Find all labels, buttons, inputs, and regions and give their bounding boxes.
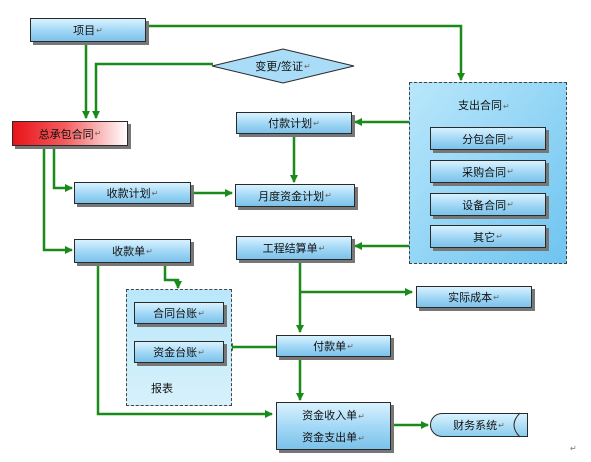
- fund-expense-label: 资金支出单: [302, 431, 358, 444]
- fund-income-label: 资金收入单: [302, 409, 358, 422]
- project-label: 项目: [73, 24, 96, 37]
- edge-general-receipt: [42, 147, 73, 254]
- paragraph-mark: ↵: [358, 434, 365, 443]
- ledger-group: 合同台账↵ 资金台账↵ 报表: [126, 289, 232, 406]
- paragraph-mark: ↵: [347, 341, 354, 351]
- payment-voucher-node: 付款单↵: [276, 335, 391, 357]
- general-contract-label: 总承包合同: [38, 127, 94, 141]
- paragraph-mark-corner: ↵: [570, 444, 577, 453]
- procurement-contract-node: 采购合同↵: [430, 160, 546, 183]
- edge-receipt-income: [96, 263, 273, 418]
- paragraph-mark: ↵: [325, 191, 332, 200]
- fund-ledger-node: 资金台账↵: [134, 341, 224, 363]
- paragraph-mark: ↵: [507, 200, 514, 209]
- paragraph-mark: ↵: [496, 232, 503, 241]
- procurement-contract-label: 采购合同: [462, 165, 507, 179]
- edge-receipt-ledger: [163, 263, 182, 289]
- subcontract-node: 分包合同↵: [430, 127, 546, 150]
- project-node: 项目↵: [30, 18, 146, 42]
- paragraph-mark: ↵: [493, 292, 500, 302]
- paragraph-mark: ↵: [507, 134, 514, 143]
- equipment-contract-node: 设备合同↵: [430, 193, 546, 216]
- paragraph-mark: ↵: [503, 102, 510, 111]
- reports-text: 报表: [151, 382, 173, 395]
- general-contract-node: 总承包合同↵: [12, 121, 128, 146]
- contract-ledger-label: 合同台账: [153, 307, 198, 320]
- fund-ledger-label: 资金台账: [153, 346, 198, 359]
- actual-cost-label: 实际成本: [448, 291, 493, 304]
- contract-ledger-node: 合同台账↵: [134, 302, 224, 324]
- paragraph-mark: ↵: [198, 347, 205, 357]
- paragraph-mark: ↵: [313, 118, 320, 128]
- edge-general-receiptplan: [52, 147, 73, 192]
- paragraph-mark: ↵: [498, 420, 505, 430]
- payment-voucher-label: 付款单: [313, 340, 347, 353]
- actual-cost-node: 实际成本↵: [416, 286, 532, 308]
- change-visa-label: 变更/签证: [255, 60, 303, 73]
- other-contract-node: 其它↵: [430, 225, 546, 248]
- receipt-voucher-node: 收款单↵: [74, 239, 191, 263]
- change-visa-node: 变更/签证↵: [212, 49, 354, 83]
- finance-system-label: 财务系统: [453, 419, 498, 432]
- settlement-voucher-label: 工程结算单: [262, 242, 318, 255]
- other-contract-label: 其它: [473, 230, 496, 244]
- paragraph-mark: ↵: [151, 188, 159, 198]
- equipment-contract-label: 设备合同: [462, 198, 507, 212]
- edge-change-general: [92, 62, 213, 119]
- paragraph-mark: ↵: [304, 61, 311, 71]
- paragraph-mark: ↵: [94, 129, 102, 138]
- paragraph-mark: ↵: [198, 308, 205, 318]
- receipt-plan-node: 收款计划↵: [74, 182, 191, 204]
- paragraph-mark: ↵: [146, 246, 153, 256]
- edge-project-expense: [148, 24, 465, 81]
- settlement-voucher-node: 工程结算单↵: [236, 236, 352, 260]
- subcontract-label: 分包合同: [462, 132, 507, 146]
- finance-system-node: 财务系统↵: [430, 413, 528, 437]
- paragraph-mark: ↵: [318, 243, 326, 253]
- fund-voucher-node: 资金收入单↵ 资金支出单↵: [276, 402, 391, 450]
- expense-contract-group: 支出合同↵ 分包合同↵ 采购合同↵ 设备合同↵ 其它↵: [409, 82, 567, 264]
- payment-plan-label: 付款计划: [268, 117, 313, 130]
- payment-plan-node: 付款计划↵: [236, 112, 352, 134]
- expense-contract-title: 支出合同↵: [458, 97, 510, 113]
- expense-contract-title-text: 支出合同: [458, 99, 502, 112]
- reports-label: 报表: [151, 380, 173, 396]
- change-visa-diamond: [211, 48, 355, 84]
- receipt-voucher-label: 收款单: [112, 245, 146, 258]
- paragraph-mark: ↵: [358, 412, 365, 421]
- receipt-plan-label: 收款计划: [106, 187, 151, 200]
- paragraph-mark: ↵: [96, 25, 103, 35]
- monthly-fund-plan-label: 月度资金计划: [258, 189, 325, 203]
- paragraph-mark: ↵: [507, 167, 514, 176]
- monthly-fund-plan-node: 月度资金计划↵: [235, 184, 355, 207]
